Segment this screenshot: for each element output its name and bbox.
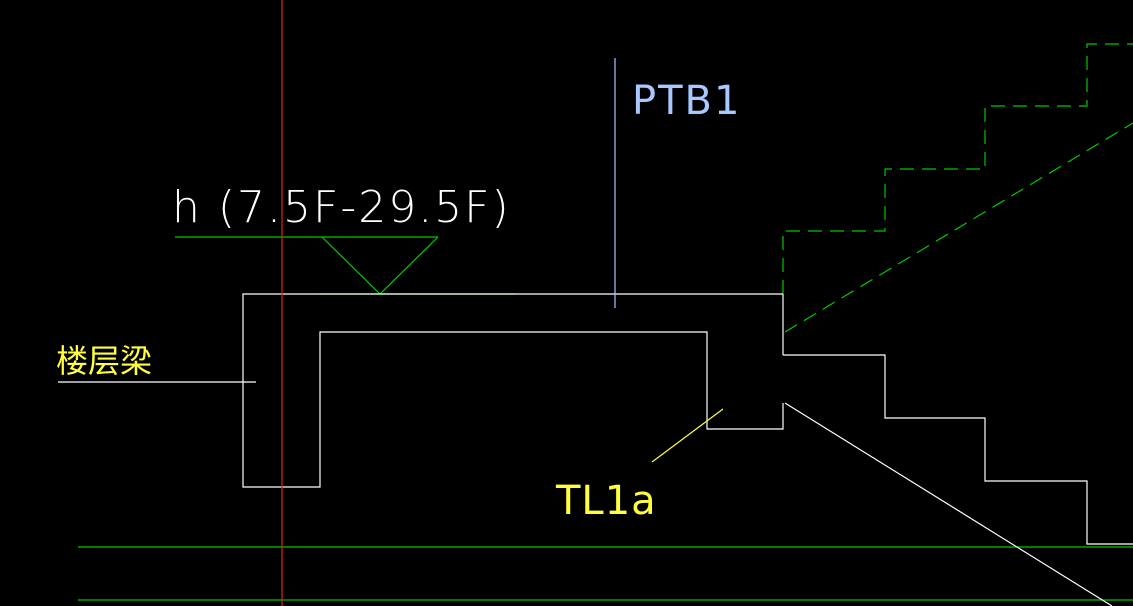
- level-label: h (7.5F-29.5F): [172, 182, 511, 233]
- upper-stair-dashed-outline: [782, 43, 1133, 294]
- level-marker: [175, 236, 515, 295]
- upper-stair-dashed-slope: [784, 122, 1133, 333]
- slab-label: PTB1: [632, 78, 741, 124]
- tl1a-leader-line: [651, 408, 724, 463]
- slab-beam-outline: [242, 293, 1133, 606]
- stair-beam-label: TL1a: [555, 478, 657, 524]
- floor-beam-label: 楼层梁: [56, 342, 152, 380]
